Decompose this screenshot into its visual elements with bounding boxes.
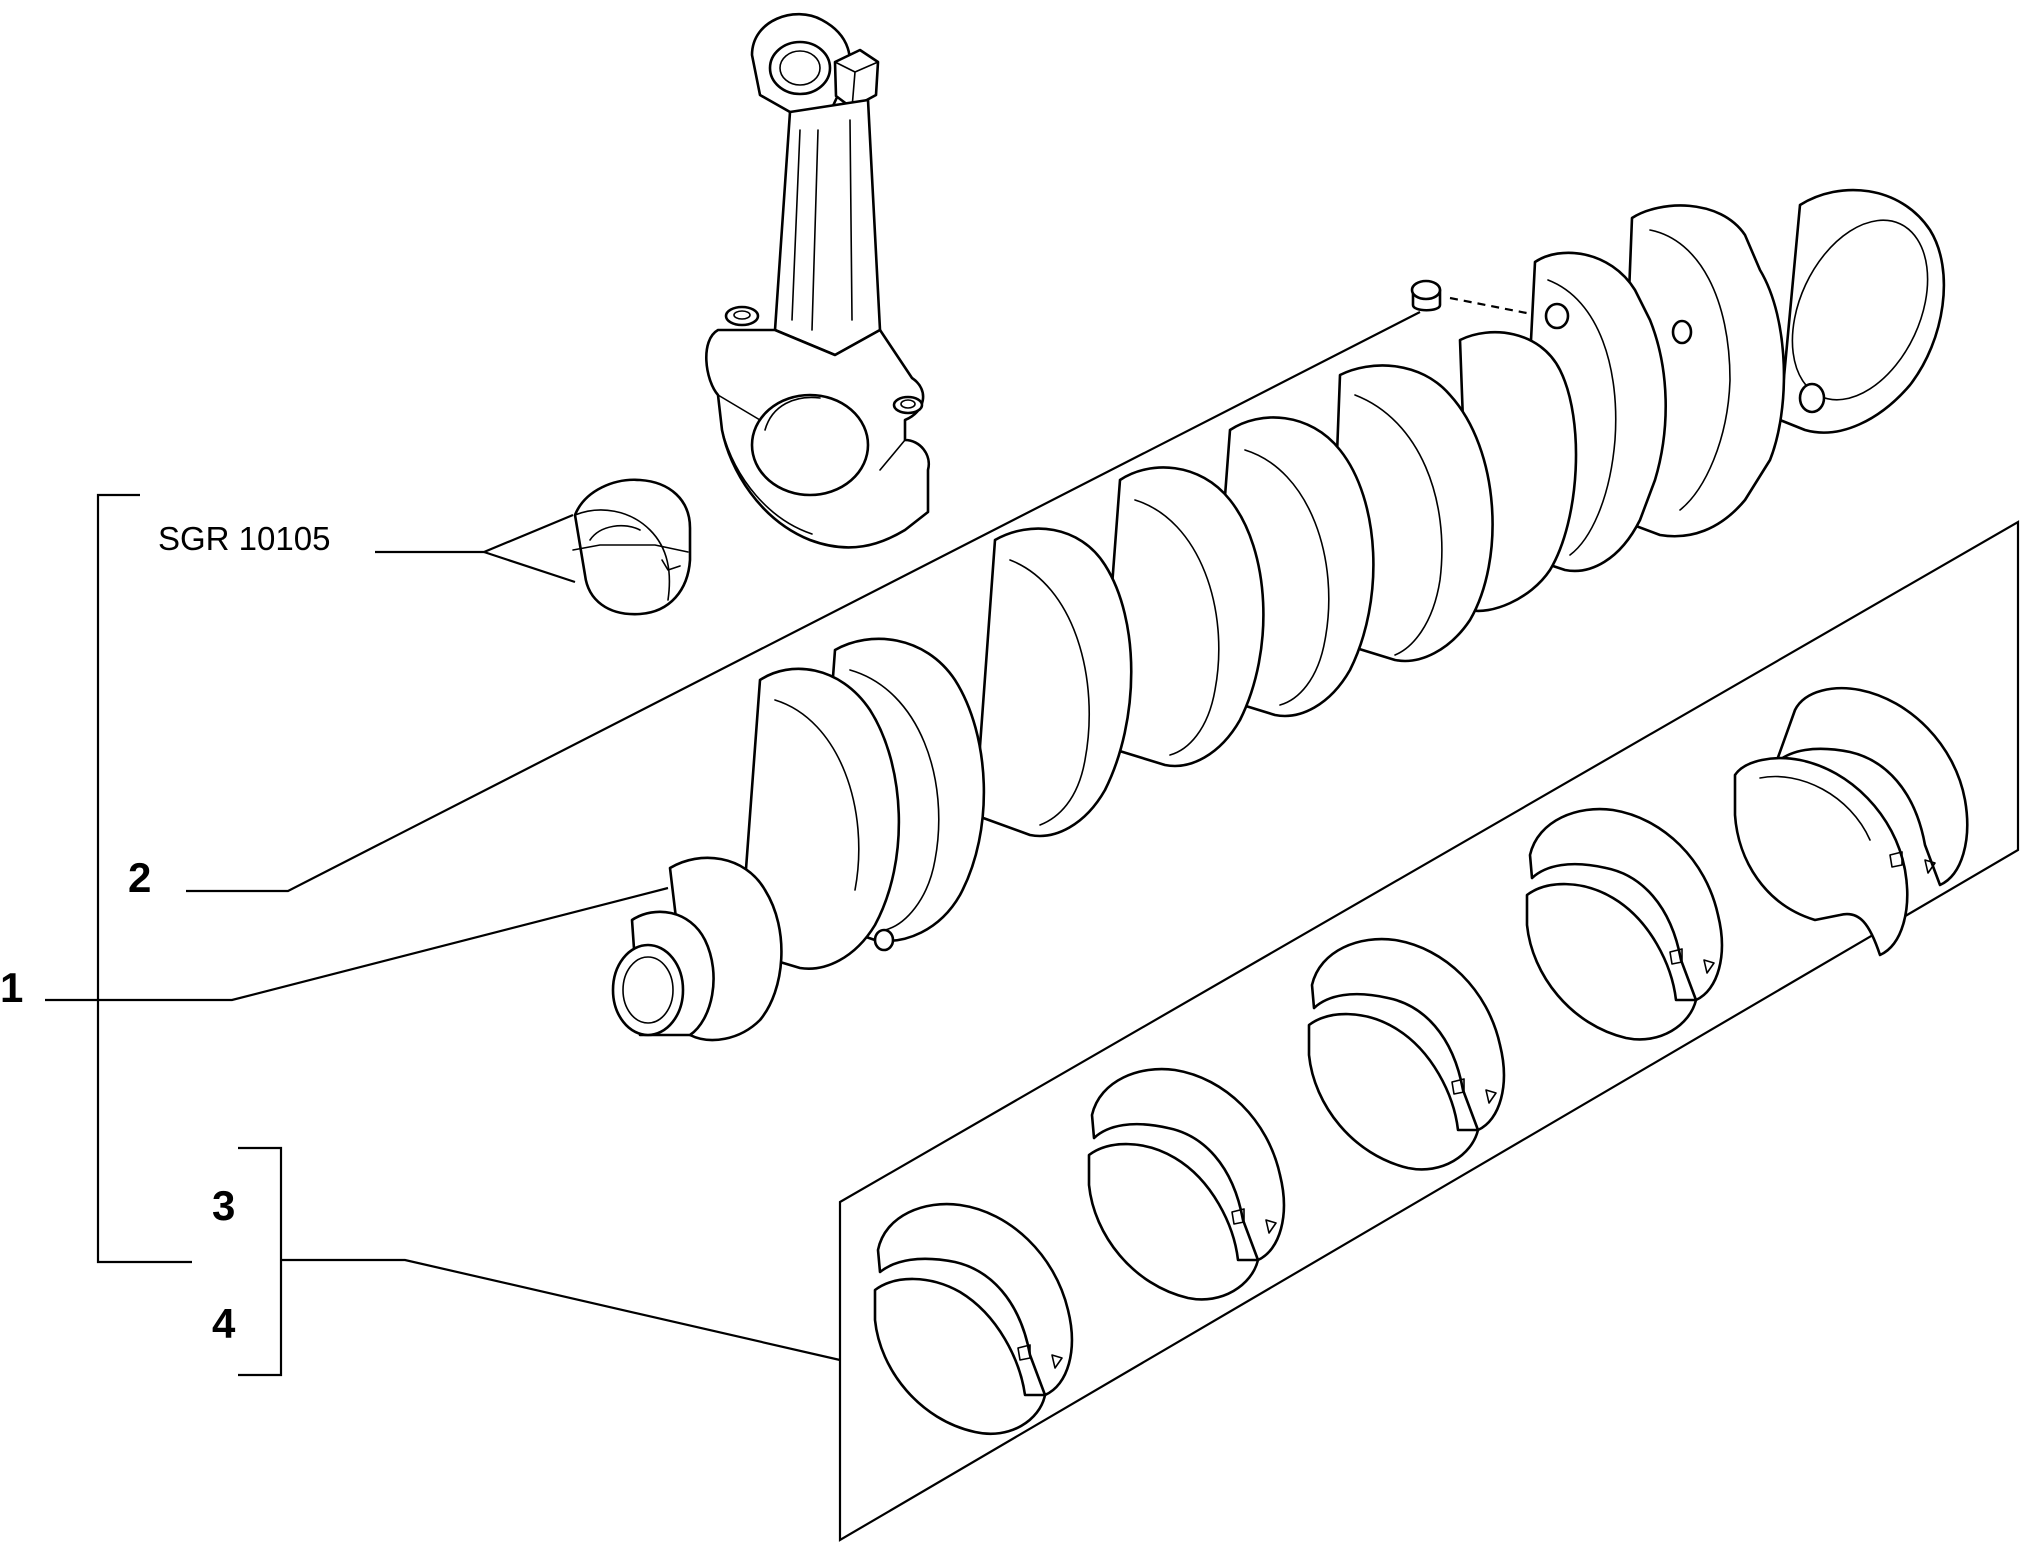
bearing-shell-1: [873, 1202, 1074, 1435]
bracket-item-3-4: [238, 1146, 283, 1377]
leader-ref: [375, 513, 574, 554]
bearing-shell-2: [1087, 1067, 1286, 1301]
leader-item-3-4: [281, 1258, 841, 1362]
callout-item-2: 2: [128, 854, 151, 901]
crankshaft: [611, 188, 1946, 1042]
bearing-shell-4: [1525, 807, 1724, 1041]
callout-item-1: 1: [0, 964, 23, 1011]
bearing-panel: [838, 520, 2020, 1542]
ref-code-label: SGR 10105: [158, 520, 330, 557]
bearing-shell-3: [1307, 937, 1506, 1171]
bracket-item-1: [96, 493, 192, 1264]
leader-lines: [45, 296, 2020, 1542]
callouts: SGR 10105 2 1 3 4: [0, 520, 330, 1347]
main-bearing-shells: [873, 686, 1969, 1435]
leader-item-1: [45, 886, 669, 1002]
leader-item-2: [186, 311, 1421, 893]
connecting-rod: [705, 12, 931, 549]
leader-ref-branch: [483, 550, 576, 584]
conrod-bearing-shell: [572, 478, 692, 616]
dowel-pin: [1410, 279, 1442, 312]
callout-item-4: 4: [212, 1300, 236, 1347]
callout-item-3: 3: [212, 1182, 235, 1229]
bearing-shell-5: [1733, 686, 1969, 957]
